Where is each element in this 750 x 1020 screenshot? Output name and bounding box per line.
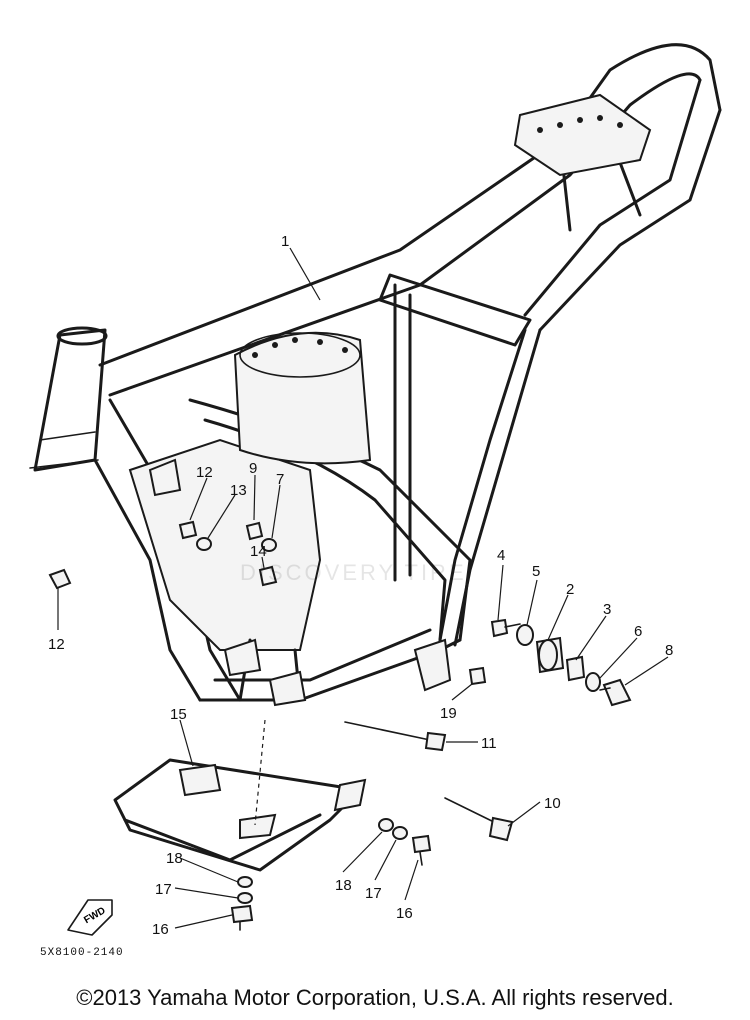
watermark: DISCOVERY TIRE <box>240 560 467 585</box>
callout-13: 13 <box>230 482 247 499</box>
callout-12-left: 12 <box>48 636 65 653</box>
callout-3: 3 <box>603 601 611 618</box>
skid-plate <box>113 719 367 872</box>
callout-5: 5 <box>532 563 540 580</box>
frame-assembly <box>29 43 722 707</box>
callout-labels: 1 2 3 4 5 6 7 8 9 10 11 12 12 13 14 15 1… <box>48 233 673 938</box>
copyright-notice: ©2013 Yamaha Motor Corporation, U.S.A. A… <box>76 985 674 1010</box>
callout-2: 2 <box>566 581 574 598</box>
callout-16-left: 16 <box>152 921 169 938</box>
callout-7: 7 <box>276 471 284 488</box>
callout-1: 1 <box>281 233 289 250</box>
callout-8: 8 <box>665 642 673 659</box>
fwd-indicator: FWD <box>67 899 113 936</box>
hardware-parts <box>48 520 632 931</box>
callout-15: 15 <box>170 706 187 723</box>
callout-17-right: 17 <box>365 885 382 902</box>
callout-6: 6 <box>634 623 642 640</box>
callout-18-right: 18 <box>335 877 352 894</box>
callout-10: 10 <box>544 795 561 812</box>
callout-4: 4 <box>497 547 505 564</box>
callout-18-left: 18 <box>166 850 183 867</box>
callout-12-upper: 12 <box>196 464 213 481</box>
callout-14: 14 <box>250 543 267 560</box>
callout-17-left: 17 <box>155 881 172 898</box>
callout-leaders <box>57 247 669 929</box>
callout-16-right: 16 <box>396 905 413 922</box>
callout-9: 9 <box>249 460 257 477</box>
callout-11: 11 <box>481 735 497 752</box>
callout-19: 19 <box>440 705 457 722</box>
diagram-part-code: 5X8100-2140 <box>40 947 124 959</box>
